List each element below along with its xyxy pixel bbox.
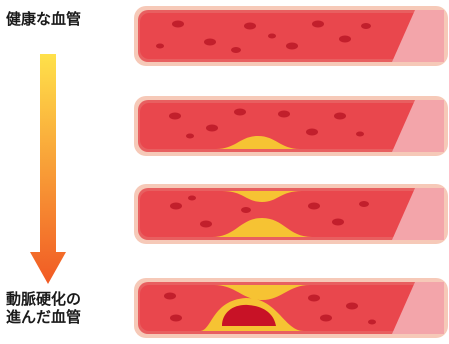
blood-cell [231,47,241,53]
blood-cell [312,21,324,28]
blood-cell [278,111,290,118]
blood-cell [172,21,184,28]
blood-cell [346,303,358,310]
blood-cell [200,221,212,228]
blood-cell [332,219,344,226]
blood-cell [268,34,276,39]
blood-cell [244,23,256,30]
vessel-stage-2 [134,96,448,156]
blood-cell [320,315,332,322]
blood-cell [334,113,346,120]
blood-cell [368,320,376,325]
blood-cell [169,113,181,120]
vessel-stage-3 [134,184,448,244]
blood-cell [359,201,369,207]
blood-cell [241,207,251,213]
blood-cell [308,295,320,302]
blood-cell [170,203,182,210]
blood-cell [156,44,164,49]
blood-cell [286,43,298,50]
blood-cell [339,36,351,43]
blood-cell [164,293,176,300]
blood-cell [188,196,196,201]
blood-cell [306,129,318,136]
blood-cell [234,109,246,116]
vessel-stage-4 [134,278,448,338]
vessel-stage-1 [134,6,448,66]
blood-cell [186,134,194,139]
blood-cell [204,39,216,46]
blood-cell [170,315,182,322]
blood-cell [206,125,218,132]
blood-cell [308,203,320,210]
blood-cell [361,23,371,29]
blood-cell [356,132,364,137]
